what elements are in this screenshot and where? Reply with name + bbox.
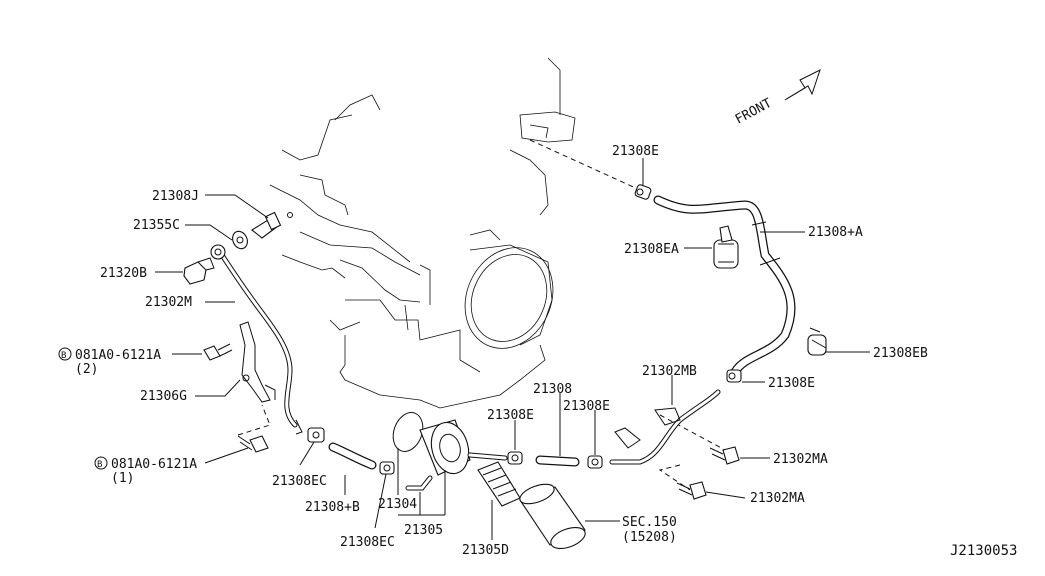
label-21302m: 21302M [145,295,192,310]
oil-filter-sec150 [519,483,586,550]
label-leaders [155,158,870,540]
hose-21308b [328,442,377,470]
bolt-symbol-circle-1 [94,456,108,470]
label-sec150-ref: (15208) [622,530,677,545]
label-21302ma-lower: 21302MA [750,491,805,506]
clamp-21308ea [713,225,739,269]
connector-21305d [477,461,521,507]
label-21306g: 21306G [140,389,187,404]
clamp-21308eb [807,327,827,356]
label-21320b: 21320B [100,266,147,281]
label-21308ec-bottom: 21308EC [340,535,395,550]
label-21302mb: 21302MB [642,364,697,379]
bracket-21306g [239,321,276,403]
bolt-symbol-1: B [97,460,102,470]
label-bolt-1-qty: (1) [111,471,134,486]
bolt-21302ma-lower [676,481,707,500]
label-21305d: 21305D [462,543,509,558]
dashed-leader-top [529,139,641,191]
label-21355c: 21355C [133,218,180,233]
clamp-21308ec-bottom [379,461,395,475]
front-label: FRONT [733,96,775,128]
label-21308eb: 21308EB [873,346,928,361]
clamp-21308e-right-center [587,455,603,469]
pipe-21302mb [609,389,721,465]
washer-21355c [232,230,248,250]
union-bolt-21308j [251,211,293,239]
dashed-leader-21302ma-upper [659,414,726,451]
label-21304: 21304 [378,497,417,512]
label-21308-center: 21308 [533,382,572,397]
clamp-21308ec-left [307,427,325,443]
label-21308ec-left: 21308EC [272,474,327,489]
label-21308e-center: 21308E [487,408,534,423]
pipe-21302m [210,244,303,435]
o-ring-21304 [392,412,424,452]
label-bolt-2-qty: (2) [75,362,98,377]
hose-21308a [653,195,796,377]
front-direction-indicator: FRONT [733,69,821,128]
bolt-symbol-2: B [61,351,66,361]
label-21308ea: 21308EA [624,242,679,257]
label-21305: 21305 [404,523,443,538]
drawing-number: J2130053 [950,543,1017,559]
clamp-21308e-top [634,184,652,200]
label-sec150: SEC.150 [622,515,677,530]
engine-block-outline [269,57,576,409]
label-bolt-1-code: 081A0-6121A [111,457,197,472]
plug-21320b [183,257,215,285]
label-21308j: 21308J [152,189,199,204]
label-21308e-top: 21308E [612,144,659,159]
dashed-leader-21302ma-lower [658,464,691,491]
label-21308e-lower: 21308E [768,376,815,391]
label-21308e-right-center: 21308E [563,399,610,414]
label-21302ma-upper: 21302MA [773,452,828,467]
bolt-081a0-6121a-1 [237,435,269,453]
bolt-081a0-6121a-2 [203,343,233,361]
label-21308b: 21308+B [305,500,360,515]
label-21308a: 21308+A [808,225,863,240]
dashed-leader-bolt1 [237,404,271,436]
clamp-21308e-center [507,451,523,465]
bolt-21302ma-upper [709,446,740,465]
hose-21308 [467,452,580,467]
label-bolt-2-code: 081A0-6121A [75,348,161,363]
oil-cooler-21305 [405,419,471,491]
clamp-21308e-lower [726,369,742,383]
bolt-symbol-circle-2 [58,347,72,361]
